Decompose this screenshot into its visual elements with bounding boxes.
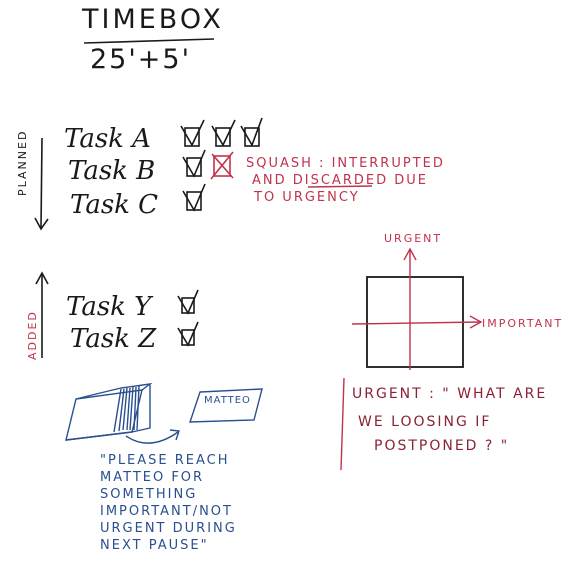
urgent-note-line3: POSTPONED ? " bbox=[374, 438, 510, 454]
discarded-underline bbox=[307, 185, 373, 188]
priority-matrix bbox=[351, 247, 483, 370]
urgent-note-bracket bbox=[340, 377, 345, 471]
sticky-note bbox=[189, 388, 263, 423]
diagram-title: TIMEBOX bbox=[82, 4, 224, 35]
task-z-checks bbox=[177, 321, 199, 347]
diagram-subtitle: 25'+5' bbox=[90, 44, 192, 75]
squash-note-line2: AND DISCARDED DUE bbox=[252, 173, 428, 188]
title-underline bbox=[83, 38, 215, 44]
task-b-checks bbox=[182, 149, 234, 180]
paper-stack-icon bbox=[65, 382, 153, 441]
matrix-x-label: IMPORTANT bbox=[482, 317, 564, 330]
task-z: Task Z bbox=[70, 324, 157, 354]
task-y-checks bbox=[177, 289, 199, 315]
added-arrow bbox=[35, 271, 49, 358]
task-c-checks bbox=[182, 183, 206, 212]
planned-arrow bbox=[34, 137, 49, 231]
matrix-y-label: URGENT bbox=[384, 232, 443, 245]
urgent-note-line2: WE LOOSING IF bbox=[358, 414, 492, 430]
squash-note-line3: TO URGENCY bbox=[254, 190, 360, 205]
urgent-note-line1: URGENT : " WHAT ARE bbox=[352, 386, 548, 402]
task-a-checks bbox=[180, 117, 263, 147]
task-y: Task Y bbox=[66, 292, 152, 322]
matteo-note: "PLEASE REACH MATTEO FOR SOMETHING IMPOR… bbox=[100, 453, 237, 553]
task-a: Task A bbox=[64, 124, 151, 154]
handoff-arrow bbox=[125, 429, 180, 444]
squash-note-line1: SQUASH : INTERRUPTED bbox=[246, 156, 445, 171]
task-c: Task C bbox=[70, 190, 159, 220]
sticky-note-label: MATTEO bbox=[204, 395, 251, 406]
task-b: Task B bbox=[68, 156, 156, 186]
